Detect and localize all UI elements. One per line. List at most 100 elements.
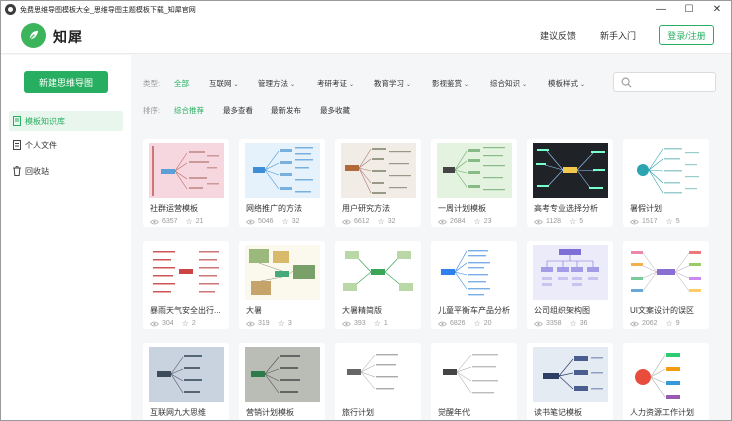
- eye-icon: [438, 321, 447, 326]
- template-title[interactable]: 儿童平衡车产品分析: [438, 306, 510, 315]
- filter-education[interactable]: 教育学习⌄: [374, 78, 411, 89]
- template-thumbnail[interactable]: [149, 143, 224, 198]
- template-thumbnail[interactable]: [245, 143, 320, 198]
- eye-icon: [342, 219, 351, 224]
- template-thumbnail[interactable]: [341, 143, 416, 198]
- filter-exam[interactable]: 考研考证⌄: [317, 78, 354, 89]
- minimize-button[interactable]: —: [656, 4, 666, 15]
- sort-most-viewed[interactable]: 最多查看: [223, 106, 253, 115]
- template-card[interactable]: 用户研究方法 6612☆32: [335, 139, 421, 227]
- app-icon: [5, 4, 16, 15]
- eye-icon: [534, 321, 543, 326]
- star-icon: ☆: [665, 319, 673, 328]
- template-thumbnail[interactable]: [437, 143, 512, 198]
- template-title[interactable]: 暴雨天气安全出行...: [150, 306, 221, 315]
- template-stats: 2684☆23: [438, 217, 492, 226]
- search-input[interactable]: [613, 72, 716, 92]
- template-thumbnail[interactable]: [341, 245, 416, 300]
- filter-label: 考研考证: [317, 79, 347, 88]
- sidebar-item-personal-files[interactable]: 个人文件: [9, 135, 123, 155]
- sidebar-item-library[interactable]: 模板知识库: [9, 111, 123, 131]
- template-thumbnail[interactable]: [629, 347, 704, 402]
- chevron-down-icon: ⌄: [522, 82, 528, 88]
- brand-name[interactable]: 知犀: [53, 29, 83, 45]
- login-button[interactable]: 登录/注册: [659, 25, 714, 45]
- logo-icon[interactable]: [21, 23, 46, 48]
- template-card[interactable]: 一周计划模板 2684☆23: [431, 139, 517, 227]
- template-card[interactable]: 暴雨天气安全出行...304☆2: [143, 241, 229, 329]
- star-icon: ☆: [569, 319, 577, 328]
- favorite-count: 20: [483, 320, 492, 327]
- template-title[interactable]: 公司组织架构图: [534, 306, 590, 315]
- template-title[interactable]: UI文案设计的误区: [630, 306, 694, 315]
- template-thumbnail[interactable]: [533, 143, 608, 198]
- favorite-count: 9: [675, 320, 680, 327]
- filter-film[interactable]: 影视鉴赏⌄: [432, 78, 469, 89]
- new-mindmap-button[interactable]: 新建思维导图: [24, 71, 108, 93]
- sort-recommended[interactable]: 综合推荐: [174, 106, 204, 115]
- eye-icon: [246, 321, 255, 326]
- template-thumbnail[interactable]: [629, 245, 704, 300]
- template-title[interactable]: 旅行计划: [342, 408, 374, 417]
- filter-general[interactable]: 综合知识⌄: [490, 78, 527, 89]
- template-thumbnail[interactable]: [149, 245, 224, 300]
- filter-style[interactable]: 模板样式⌄: [548, 78, 585, 89]
- template-title[interactable]: 一周计划模板: [438, 204, 486, 213]
- sort-newest[interactable]: 最新发布: [271, 106, 301, 115]
- template-title[interactable]: 人力资源工作计划: [630, 408, 694, 417]
- template-thumbnail[interactable]: [245, 245, 320, 300]
- template-card[interactable]: 互联网九大思维: [143, 343, 229, 420]
- template-stats: 6612☆32: [342, 217, 396, 226]
- sort-most-favorited[interactable]: 最多收藏: [320, 106, 350, 115]
- template-title[interactable]: 网络推广的方法: [246, 204, 302, 213]
- template-title[interactable]: 高考专业选择分析: [534, 204, 598, 213]
- template-title[interactable]: 觉醒年代: [438, 408, 470, 417]
- eye-icon: [150, 219, 159, 224]
- filter-label: 管理方法: [258, 79, 288, 88]
- template-title[interactable]: 营销计划模板: [246, 408, 294, 417]
- maximize-button[interactable]: ☐: [684, 4, 694, 15]
- filter-internet[interactable]: 互联网⌄: [209, 78, 239, 89]
- chevron-down-icon: ⌄: [290, 82, 296, 88]
- template-thumbnail[interactable]: [341, 347, 416, 402]
- template-thumbnail[interactable]: [629, 143, 704, 198]
- template-thumbnail[interactable]: [149, 347, 224, 402]
- template-thumbnail[interactable]: [533, 347, 608, 402]
- template-card[interactable]: 营销计划模板: [239, 343, 325, 420]
- template-title[interactable]: 社群运营模板: [150, 204, 198, 213]
- feedback-link[interactable]: 建议反馈: [540, 31, 577, 41]
- template-card[interactable]: 人力资源工作计划: [623, 343, 709, 420]
- filter-management[interactable]: 管理方法⌄: [258, 78, 295, 89]
- template-title[interactable]: 大暑精简版: [342, 306, 382, 315]
- view-count: 319: [258, 320, 270, 327]
- template-title[interactable]: 暑假计划: [630, 204, 662, 213]
- chevron-down-icon: ⌄: [406, 82, 412, 88]
- close-button[interactable]: ✕: [712, 4, 722, 15]
- template-card[interactable]: 旅行计划: [335, 343, 421, 420]
- template-thumbnail[interactable]: [245, 347, 320, 402]
- favorite-count: 5: [675, 218, 680, 225]
- template-thumbnail[interactable]: [437, 347, 512, 402]
- sidebar-item-trash[interactable]: 回收站: [9, 161, 123, 181]
- template-title[interactable]: 互联网九大思维: [150, 408, 206, 417]
- eye-icon: [246, 219, 255, 224]
- guide-link[interactable]: 新手入门: [600, 31, 637, 41]
- template-thumbnail[interactable]: [533, 245, 608, 300]
- template-title[interactable]: 大暑: [246, 306, 262, 315]
- filter-all[interactable]: 全部: [174, 79, 189, 88]
- template-thumbnail[interactable]: [437, 245, 512, 300]
- template-card[interactable]: 觉醒年代: [431, 343, 517, 420]
- template-card[interactable]: 读书笔记模板: [527, 343, 613, 420]
- filter-label: 互联网: [209, 79, 232, 88]
- template-title[interactable]: 读书笔记模板: [534, 408, 582, 417]
- template-title[interactable]: 用户研究方法: [342, 204, 390, 213]
